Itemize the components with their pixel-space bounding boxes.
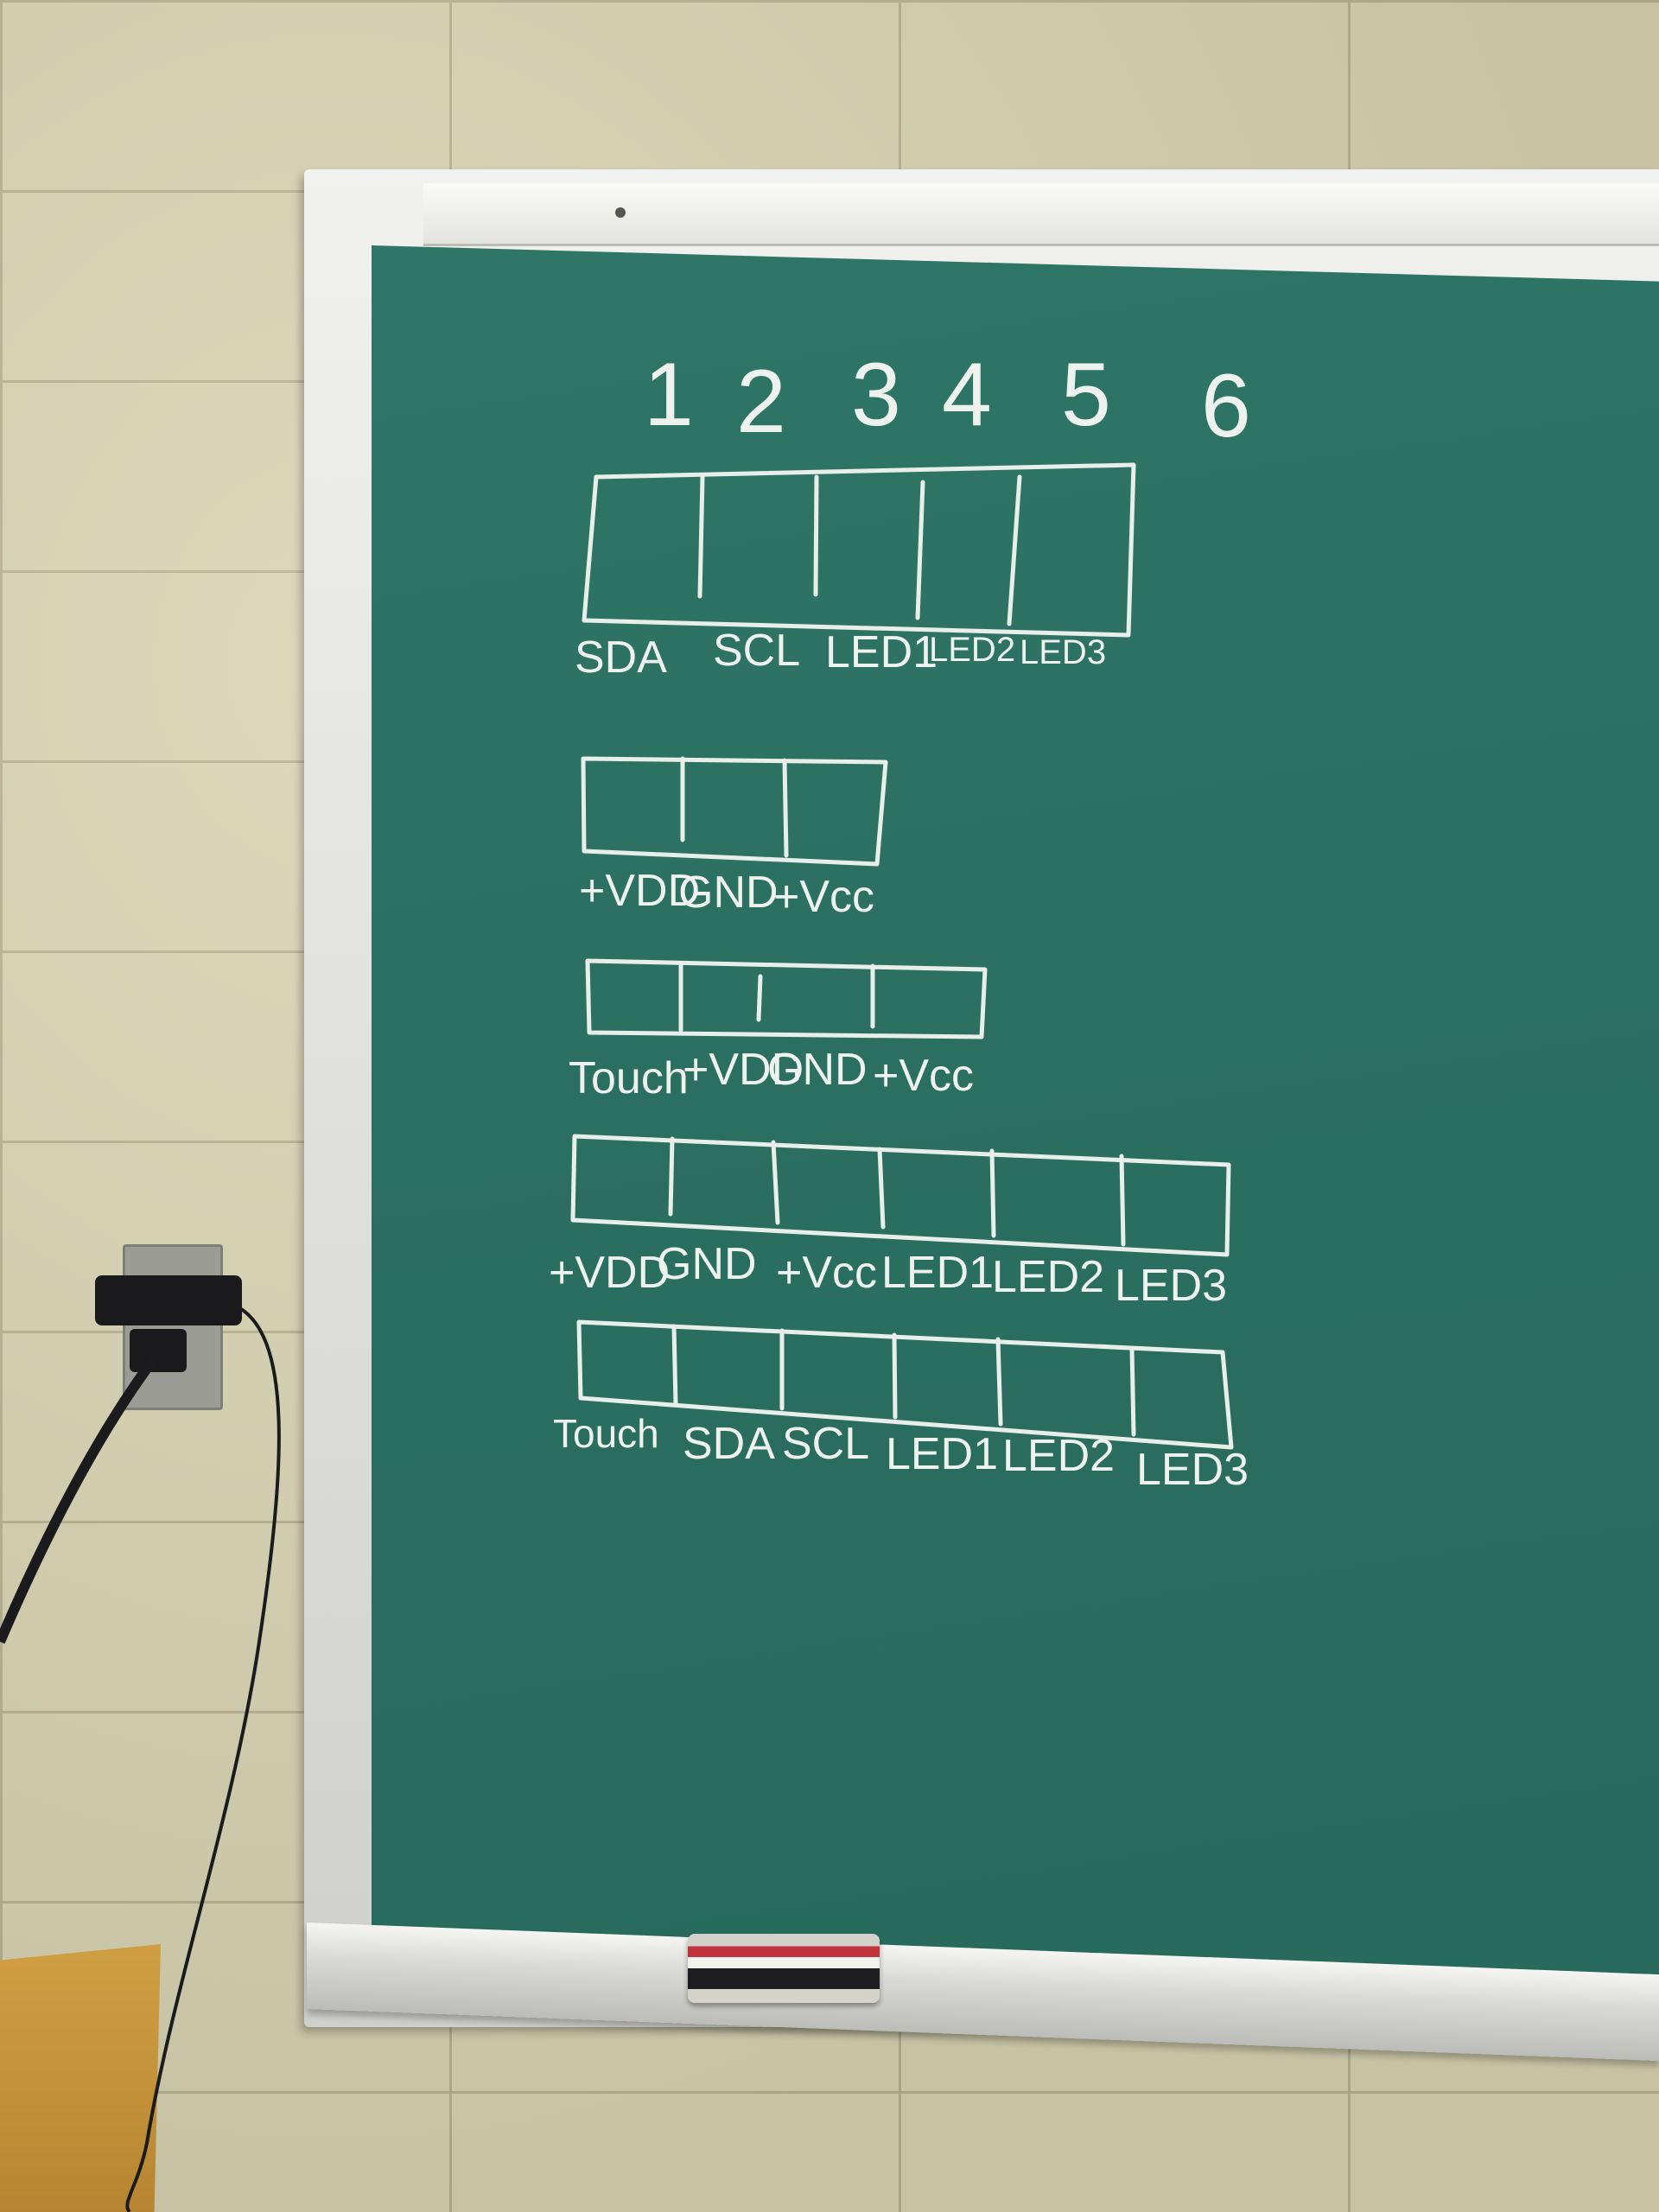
connector-2-label: GND (678, 868, 779, 918)
connector-1-label: LED3 (1020, 633, 1106, 671)
charger-icon (95, 1275, 242, 1325)
plug-icon (130, 1329, 187, 1372)
connector-2-dividers (680, 756, 789, 858)
connector-1-label: LED1 (825, 627, 938, 677)
connector-3-label: +VDD (683, 1045, 804, 1095)
column-numbers: 1 2 3 4 5 6 (644, 345, 1251, 456)
connector-5-label: LED1 (886, 1429, 998, 1479)
column-number-3: 3 (851, 345, 901, 445)
connector-4-outline (570, 1134, 1231, 1257)
column-number-5: 5 (1061, 345, 1111, 445)
connector-5-label: SDA (683, 1419, 775, 1469)
connector-1-label: SDA (575, 632, 667, 683)
connector-3-label: GND (767, 1045, 868, 1095)
column-number-4: 4 (942, 345, 992, 445)
connector-3-label: +Vcc (873, 1051, 974, 1101)
connector-5: Touch SDA SCL LED1 LED2 LED3 (553, 1319, 1249, 1495)
connector-1-dividers (697, 474, 1022, 626)
connector-5-label: LED2 (1002, 1431, 1115, 1481)
connector-4: +VDD GND +Vcc LED1 LED2 LED3 (549, 1134, 1231, 1311)
connector-5-outline (576, 1319, 1234, 1450)
connector-4-label: LED3 (1115, 1261, 1227, 1311)
connector-1: SDA SCL LED1 LED2 LED3 (575, 462, 1136, 683)
connector-4-label: LED2 (992, 1252, 1104, 1302)
connector-5-label: Touch (553, 1411, 659, 1456)
connector-3: Touch +VDD GND +Vcc (569, 958, 988, 1103)
column-number-2: 2 (736, 352, 786, 452)
connector-3-outline (585, 958, 988, 1039)
connector-3-label: Touch (569, 1053, 689, 1103)
connector-4-dividers (668, 1136, 1126, 1247)
connector-2-labels: +VDD GND +Vcc (579, 866, 874, 922)
connector-1-label: LED2 (929, 631, 1015, 669)
column-number-6: 6 (1201, 356, 1251, 456)
map-rail (423, 183, 1659, 246)
connector-3-labels: Touch +VDD GND +Vcc (569, 1045, 974, 1103)
connector-1-outline (582, 462, 1136, 638)
connector-5-dividers (671, 1324, 1136, 1437)
eraser-icon[interactable] (688, 1934, 880, 2003)
connector-2: +VDD GND +Vcc (579, 756, 888, 922)
connector-3-dividers (678, 961, 875, 1033)
column-number-1: 1 (644, 345, 694, 445)
connector-4-label: +Vcc (776, 1248, 877, 1298)
connector-2-label: +Vcc (773, 872, 874, 922)
connector-4-label: +VDD (549, 1248, 670, 1298)
connector-4-label: LED1 (881, 1248, 994, 1298)
wooden-chair (0, 1944, 161, 2212)
connector-1-labels: SDA SCL LED1 LED2 LED3 (575, 626, 1106, 683)
rail-pin (615, 207, 626, 218)
connector-2-outline (581, 756, 888, 867)
connector-4-label: GND (657, 1239, 757, 1289)
connector-4-labels: +VDD GND +Vcc LED1 LED2 LED3 (549, 1239, 1227, 1311)
connector-5-label: SCL (782, 1419, 869, 1469)
connector-5-label: LED3 (1136, 1445, 1249, 1495)
connector-5-labels: Touch SDA SCL LED1 LED2 LED3 (553, 1411, 1249, 1495)
connector-2-label: +VDD (579, 866, 700, 916)
connector-1-label: SCL (713, 626, 800, 676)
